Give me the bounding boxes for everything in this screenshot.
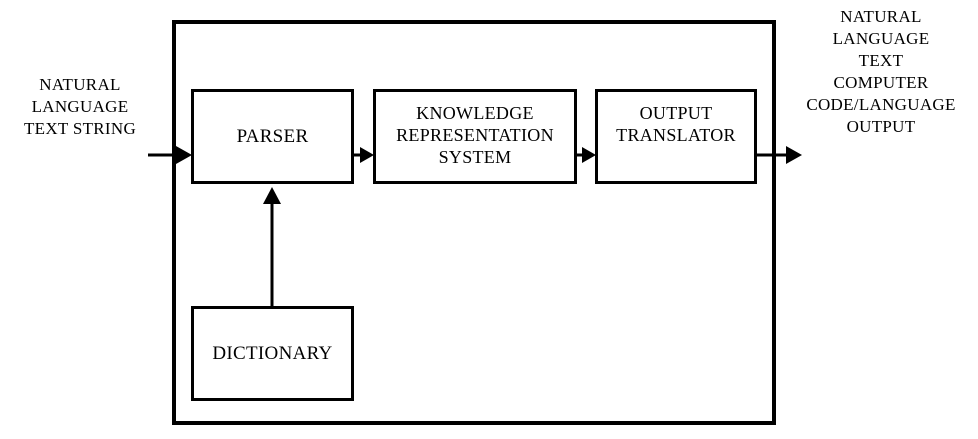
parser-box: PARSER <box>191 89 354 184</box>
arrowhead-krs-to-translator <box>582 147 596 163</box>
arrowhead-dictionary-to-parser <box>263 187 281 204</box>
parser-label: PARSER <box>236 125 309 147</box>
output-translator-box: OUTPUT TRANSLATOR <box>595 89 757 184</box>
knowledge-representation-label: KNOWLEDGE REPRESENTATION SYSTEM <box>396 103 554 167</box>
dictionary-label: DICTIONARY <box>212 342 333 364</box>
knowledge-representation-box: KNOWLEDGE REPRESENTATION SYSTEM <box>373 89 577 184</box>
arrowhead-input-to-parser <box>176 146 192 164</box>
dictionary-box: DICTIONARY <box>191 306 354 401</box>
output-translator-label: OUTPUT TRANSLATOR <box>616 103 736 145</box>
arrowhead-translator-to-output <box>786 146 802 164</box>
arrowhead-parser-to-krs <box>360 147 374 163</box>
system-boundary <box>172 20 776 425</box>
output-label: NATURAL LANGUAGE TEXT COMPUTER CODE/LANG… <box>806 7 956 136</box>
input-label: NATURAL LANGUAGE TEXT STRING <box>23 75 137 138</box>
